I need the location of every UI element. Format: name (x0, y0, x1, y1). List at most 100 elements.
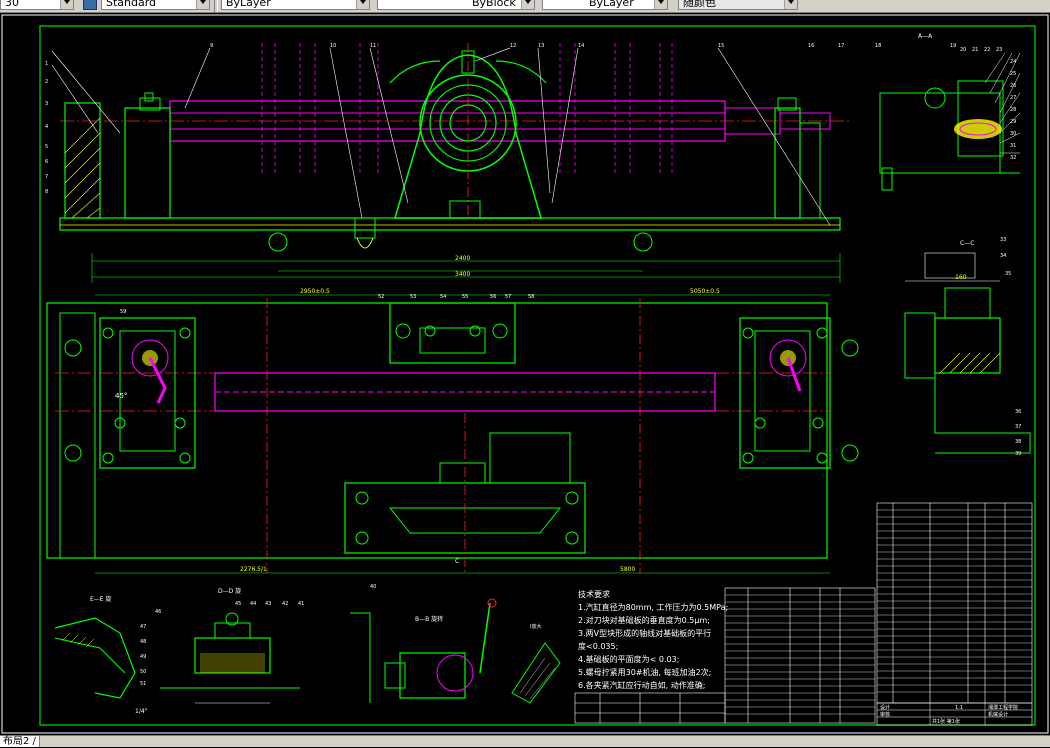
balloon-label: 35 (1005, 271, 1011, 277)
section-c-c: C—C 160 (904, 240, 1031, 454)
balloon-label: 24 (1010, 59, 1016, 65)
title-sheet: 共1张 第1张 (932, 718, 960, 725)
title-scale: 1:1 (955, 705, 963, 711)
front-view: 2400 3400 (51, 43, 850, 283)
section-label-ee: E—E 旋 (90, 595, 112, 603)
section-a-a: A—A (879, 33, 1021, 191)
balloon-label: 41 (298, 601, 304, 607)
balloon-label: 52 (378, 294, 384, 300)
balloon-label: 21 (972, 47, 978, 53)
detail-e-e: E—E 旋 1/4" (54, 595, 148, 715)
balloon-label: 40 (370, 584, 376, 590)
chevron-down-icon[interactable] (521, 0, 534, 9)
balloon-label: 9 (210, 43, 213, 49)
chevron-down-icon[interactable] (784, 0, 797, 9)
section-label-cc: C—C (960, 240, 974, 247)
balloon-label: 46 (155, 609, 161, 615)
title-class: 机械设计 (988, 711, 1008, 718)
section-label-bb: B—B 旋转 (415, 615, 443, 623)
balloon-label: 43 (265, 601, 271, 607)
balloon-label: 45 (235, 601, 241, 607)
balloon-label: 42 (282, 601, 288, 607)
title-block: 设计 审核 1:1 共1张 第1张 湘潭工程学院 机械设计 (876, 702, 1033, 726)
dim-overall-2: 3400 (455, 271, 470, 278)
cad-drawing: 2400 3400 A—A 2950±0.5 (1, 14, 1049, 734)
balloon-label: 29 (1010, 119, 1016, 125)
chevron-down-icon[interactable] (60, 0, 73, 9)
title-checked: 审核 (880, 711, 890, 718)
balloon-label: 2 (45, 79, 48, 85)
balloon-label: 33 (1000, 237, 1006, 243)
balloon-label: 17 (838, 43, 844, 49)
tech-line-2: 2.对刀块对基础板的垂直度为0.5μm; (578, 615, 710, 625)
tech-title: 技术要求 (578, 589, 610, 599)
section-label-dd: D—D 旋 (218, 587, 241, 595)
title-drawn: 设计 (880, 704, 890, 711)
balloon-label: 11 (370, 43, 376, 49)
detail-label: Ⅰ放大 (530, 623, 541, 630)
tech-requirements: 技术要求 1.汽缸直径为80mm, 工作压力为0.5MPa; 2.对刀块对基础板… (578, 589, 728, 690)
dimstyle-select[interactable]: 30 (0, 0, 74, 10)
balloon-label: 55 (462, 294, 468, 300)
balloon-label: 20 (960, 47, 966, 53)
chevron-down-icon[interactable] (196, 0, 209, 9)
textstyle-select[interactable]: Standard (101, 0, 210, 10)
balloon-label: 25 (1010, 71, 1016, 77)
balloon-label: 28 (1010, 107, 1016, 113)
balloon-label: 56 (490, 294, 496, 300)
lineweight-value: ByLayer (589, 0, 634, 9)
title-school: 湘潭工程学院 (988, 704, 1018, 711)
layout-tab[interactable]: 布局2 / (0, 736, 40, 747)
dim-top-right: 5050±0.5 (690, 288, 720, 295)
balloon-label: 47 (140, 624, 146, 630)
textstyle-icon[interactable] (83, 0, 97, 10)
balloon-label: 15 (718, 43, 724, 49)
balloon-label: 39 (1015, 451, 1021, 457)
balloon-label: 31 (1010, 143, 1016, 149)
layer-color-select[interactable]: ByLayer (221, 0, 370, 10)
plotstyle-value: 随颜色 (683, 0, 716, 9)
dimstyle-value: 30 (5, 0, 19, 9)
balloon-label: 30 (1010, 131, 1016, 137)
dim-160: 160 (955, 274, 967, 281)
balloon-label: 16 (808, 43, 814, 49)
tech-line-3: 3.两V型块形成的轴线对基础板的平行 (578, 628, 711, 638)
balloon-label: 12 (510, 43, 516, 49)
balloon-label: 57 (505, 294, 511, 300)
dim-left-halfspan: 2276.5/1 (240, 566, 267, 573)
linetype-value: ByBlock (472, 0, 516, 9)
layout-tab-bar: 布局2 / (0, 735, 1050, 747)
plotstyle-select[interactable]: 随颜色 (678, 0, 798, 10)
textstyle-value: Standard (106, 0, 157, 9)
balloon-label: 4 (45, 124, 48, 130)
drawing-canvas[interactable]: 2400 3400 A—A 2950±0.5 (0, 13, 1050, 735)
balloon-label: 38 (1015, 439, 1021, 445)
balloon-label: 14 (578, 43, 584, 49)
dim-overall-1: 2400 (455, 255, 470, 262)
detail-b-b: B—B 旋转 (350, 598, 497, 703)
balloon-label: 3 (45, 101, 48, 107)
balloon-label: 10 (330, 43, 336, 49)
balloon-label: 50 (140, 669, 146, 675)
balloon-label: 59 (120, 309, 126, 315)
linetype-select[interactable]: ByBlock (377, 0, 535, 10)
detail-I: Ⅰ放大 (511, 623, 561, 704)
balloon-label: 54 (440, 294, 446, 300)
balloon-label: 13 (538, 43, 544, 49)
lineweight-select[interactable]: ByLayer (542, 0, 668, 10)
balloon-label: 58 (528, 294, 534, 300)
balloon-label: 6 (45, 159, 48, 165)
balloon-label: 23 (996, 47, 1002, 53)
balloon-label: 34 (1000, 253, 1006, 259)
balloon-label: 22 (984, 47, 990, 53)
angle-45: 45° (115, 392, 127, 400)
balloon-label: 18 (875, 43, 881, 49)
balloon-label: 48 (140, 639, 146, 645)
chevron-down-icon[interactable] (654, 0, 667, 9)
balloon-label: 37 (1015, 424, 1021, 430)
balloon-label: 44 (250, 601, 256, 607)
chevron-down-icon[interactable] (356, 0, 369, 9)
arc-dim: 1/4" (135, 708, 148, 715)
balloon-label: 32 (1010, 155, 1016, 161)
